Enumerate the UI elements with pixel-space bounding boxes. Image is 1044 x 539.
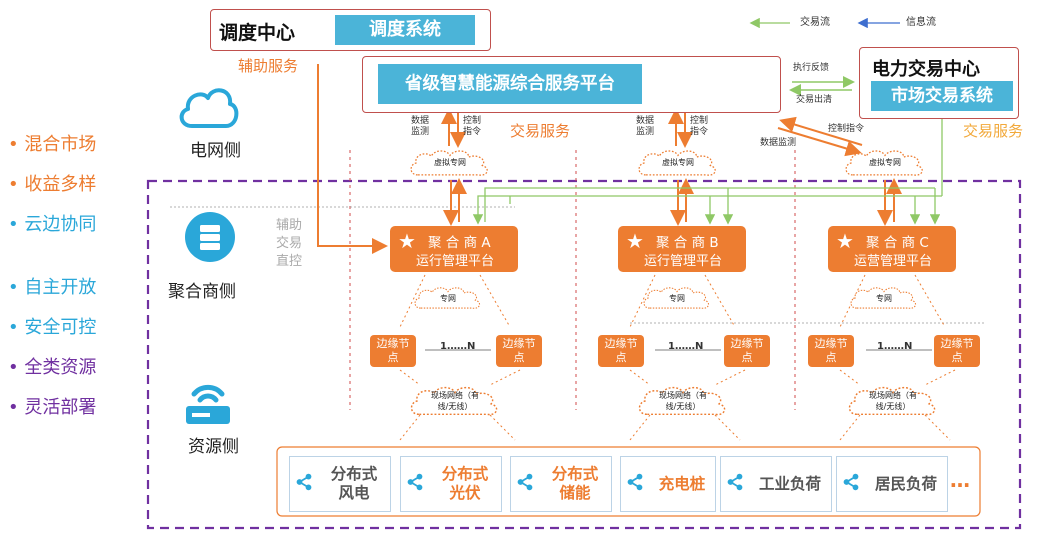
star-icon: ★ — [398, 229, 416, 253]
virtual-net-label: 虚拟专网 — [434, 158, 466, 167]
bullet-item: • 混合市场 — [8, 134, 97, 155]
trade-service-label-c: 交易服务 — [963, 122, 1024, 140]
field-net-label: 现场网络（有线/无线） — [431, 391, 479, 411]
virtual-net-label: 虚拟专网 — [869, 158, 901, 167]
data-monitor-label-a: 数据监测 — [411, 116, 430, 137]
edge-node: 边缘节点 — [808, 335, 854, 367]
private-net-label: 专网 — [669, 294, 685, 303]
resource-distributed-wind: 分布式风电 — [289, 456, 391, 512]
private-net-label: 专网 — [440, 294, 456, 303]
edge-node: 边缘节点 — [496, 335, 542, 367]
dispatch-system: 调度系统 — [335, 15, 475, 45]
field-net-label: 现场网络（有线/无线） — [659, 391, 707, 411]
resource-side-label: 资源侧 — [188, 437, 239, 457]
aggregator-side-label: 聚合商侧 — [168, 282, 236, 302]
aggregator-b-box: ★ 聚 合 商 B 运行管理平台 — [618, 226, 746, 272]
star-icon: ★ — [836, 229, 854, 253]
server-icon — [185, 212, 235, 262]
share-node-icon — [842, 473, 860, 491]
trade-clearing-label: 交易出清 — [796, 95, 833, 105]
edge-range-label: 1……N — [440, 341, 476, 352]
share-node-icon — [726, 473, 744, 491]
edge-range-label: 1……N — [877, 341, 913, 352]
resource-more-ellipsis: … — [950, 468, 970, 492]
private-net-label: 专网 — [876, 294, 892, 303]
share-node-icon — [516, 473, 534, 491]
resource-distributed-pv: 分布式光伏 — [400, 456, 502, 512]
field-net-label: 现场网络（有线/无线） — [869, 391, 917, 411]
aggregator-a-name: 聚 合 商 A — [428, 235, 491, 251]
edge-node: 边缘节点 — [934, 335, 980, 367]
dispatch-center-title: 调度中心 — [219, 22, 296, 44]
edge-node: 边缘节点 — [724, 335, 770, 367]
bullet-item: • 收益多样 — [8, 174, 97, 195]
aggregator-b-name: 聚 合 商 B — [656, 235, 719, 251]
router-icon — [186, 384, 230, 424]
legend-info-flow: 信息流 — [906, 17, 936, 28]
resource-charging-pile: 充电桩 — [620, 456, 716, 512]
trade-service-label-a: 交易服务 — [510, 122, 571, 140]
star-icon: ★ — [626, 229, 644, 253]
edge-node: 边缘节点 — [598, 335, 644, 367]
bullet-item: • 安全可控 — [8, 317, 97, 338]
share-node-icon — [626, 473, 644, 491]
provincial-platform-title: 省级智慧能源综合服务平台 — [378, 64, 642, 104]
data-monitor-label-c: 数据监测 — [760, 138, 797, 148]
resource-industrial-load: 工业负荷 — [720, 456, 832, 512]
legend-trade-flow: 交易流 — [800, 17, 830, 28]
grid-side-label: 电网侧 — [190, 141, 241, 161]
control-cmd-label-c: 控制指令 — [828, 124, 865, 134]
resource-distributed-storage: 分布式储能 — [510, 456, 612, 512]
control-cmd-label-b: 控制指令 — [690, 116, 709, 137]
market-trade-system: 市场交易系统 — [871, 81, 1013, 111]
bullet-item: • 自主开放 — [8, 277, 97, 298]
aux-service-label: 辅助服务 — [238, 57, 299, 75]
control-cmd-label-a: 控制指令 — [463, 116, 482, 137]
aggregator-b-platform: 运行管理平台 — [644, 254, 723, 269]
aggregator-a-box: ★ 聚 合 商 A 运行管理平台 — [390, 226, 518, 272]
resource-residential-load: 居民负荷 — [836, 456, 948, 512]
virtual-net-label: 虚拟专网 — [662, 158, 694, 167]
bullet-item: • 全类资源 — [8, 357, 97, 378]
data-monitor-label-b: 数据监测 — [636, 116, 655, 137]
edge-node: 边缘节点 — [370, 335, 416, 367]
exec-feedback-label: 执行反馈 — [793, 63, 830, 73]
share-node-icon — [406, 473, 424, 491]
bullet-item: • 灵活部署 — [8, 397, 97, 418]
share-node-icon — [295, 473, 313, 491]
cloud-icon — [179, 88, 239, 128]
exchange-center-title: 电力交易中心 — [872, 59, 980, 80]
aux-trade-direct-label: 辅助交易直控 — [276, 218, 303, 269]
aggregator-c-name: 聚 合 商 C — [866, 235, 929, 251]
aggregator-c-box: ★ 聚 合 商 C 运营管理平台 — [828, 226, 956, 272]
aggregator-c-platform: 运营管理平台 — [854, 254, 933, 269]
edge-range-label: 1……N — [668, 341, 704, 352]
bullet-item: • 云边协同 — [8, 214, 97, 235]
aggregator-a-platform: 运行管理平台 — [416, 254, 495, 269]
